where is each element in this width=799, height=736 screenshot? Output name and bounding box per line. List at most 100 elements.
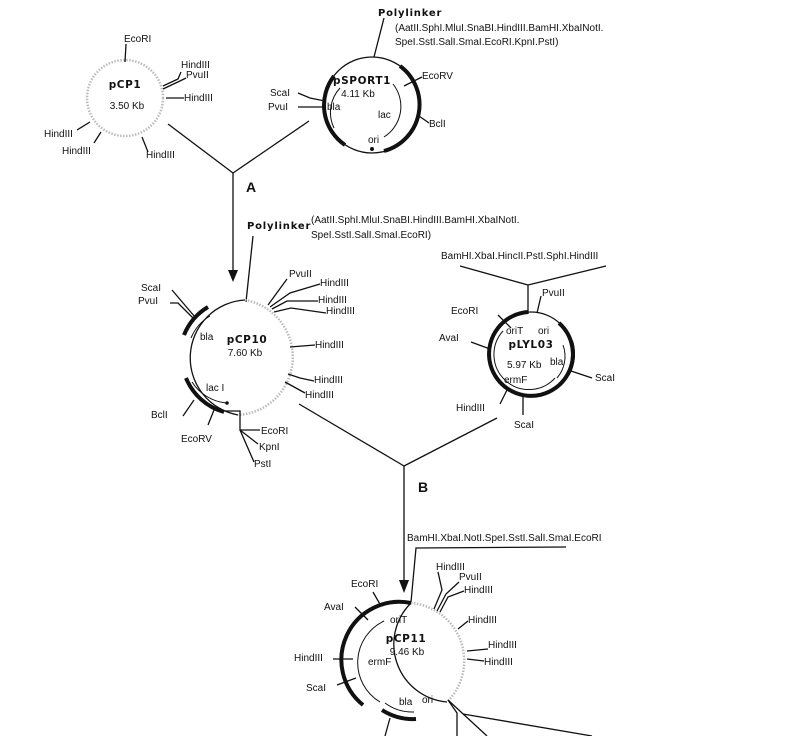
plasmid-pcp1: pCP1 3.50 Kb EcoRI HindIII PvuII HindIII… [44, 34, 213, 161]
pcp1-site-hindiii-2: HindIII [184, 93, 213, 104]
pcp11-outgoing-line [462, 713, 593, 736]
plyl03-gene-ermf: ermF [504, 375, 527, 386]
pcp10-polylinker-sites-1: (AatII.SphI.MluI.SnaBI.HindIII.BamHI.Xba… [311, 215, 519, 226]
pcp1-site-hindiii-tick [162, 71, 182, 87]
psport1-lac-arrow [383, 83, 402, 138]
pcp1-site-hindiii-1: HindIII [181, 60, 210, 71]
pcp10-site-pvui-tick [170, 302, 194, 319]
psport1-site-scai: ScaI [270, 88, 290, 99]
psport1-polylinker-sites-2: SpeI.SstI.SalI.SmaI.EcoRI.KpnI.PstI) [395, 37, 558, 48]
plyl03-ermf-arrow [493, 330, 556, 391]
pcp1-size: 3.50 Kb [110, 101, 145, 112]
pcp1-site-ecori: EcoRI [124, 34, 151, 45]
pcp10-site-hindiii-1: HindIII [320, 278, 349, 289]
psport1-site-ecorv: EcoRV [422, 71, 453, 82]
pcp11-site-ecori: EcoRI [351, 579, 378, 590]
pcp11-bla-arrow [384, 702, 415, 713]
pcp10-site-pvui: PvuI [138, 296, 158, 307]
psport1-polylinker-label: Polylinker [378, 8, 442, 19]
psport1-site-bcli: BclI [429, 119, 446, 130]
pcp11-site-bottom-tick-1 [384, 717, 391, 736]
pcp11-site-pvuii-tick [436, 581, 460, 612]
plyl03-site-hindiii-tick [499, 389, 508, 405]
pcp11-mcs-pointer [410, 546, 567, 603]
pcp10-laci-region [184, 377, 225, 414]
psport1-bla-arrow [329, 87, 341, 129]
pcp10-site-hindiii-tick-2 [271, 300, 318, 310]
plyl03-site-ecori-tick [497, 314, 512, 329]
plyl03-gene-ori: ori [538, 326, 549, 337]
pcp11-site-hindiii-6: HindIII [294, 653, 323, 664]
pcp11-site-avai-tick [354, 606, 369, 621]
pcp11-site-hindiii-tick-5 [466, 658, 485, 662]
pcp11-site-hindiii-tick-2 [439, 590, 465, 613]
pcp1-site-hindiii-tick-3 [76, 121, 91, 131]
pcp1-site-pvuii: PvuII [186, 70, 209, 81]
psport1-site-scai-tick [297, 92, 326, 102]
pcp1-site-hindiii-tick-4 [93, 131, 102, 144]
pcp10-site-hindiii-3: HindIII [326, 306, 355, 317]
pcp10-site-hindiii-tick-6 [284, 381, 306, 394]
pcp10-site-pvuii: PvuII [289, 269, 312, 280]
plasmid-psport1: pSPORT1 4.11 Kb bla lac ori ScaI PvuI Ec… [268, 8, 603, 154]
pcp11-site-hindiii-tick-4 [466, 648, 489, 652]
plyl03-site-pvuii-tick [536, 295, 542, 314]
pcp10-site-hindiii-tick-5 [287, 373, 315, 382]
pcp11-bla-region [380, 708, 417, 722]
plasmid-pcp11: BamHI.XbaI.NotI.SpeI.SstI.SalI.SmaI.EcoR… [294, 533, 602, 736]
pcp10-site-psti: PstI [254, 459, 271, 470]
plyl03-name: pLYL03 [508, 339, 553, 351]
pcp10-site-bcli-tick [182, 399, 195, 417]
pcp10-site-hindiii-tick-3 [273, 307, 327, 314]
pcp11-site-scai-tick [336, 677, 357, 686]
psport1-bla-region [322, 74, 347, 147]
psport1-ori-dot [370, 147, 374, 151]
pcp11-site-hindiii-5: HindIII [484, 657, 513, 668]
plyl03-site-scai-tick-1 [570, 370, 593, 379]
plyl03-site-scai-1: ScaI [595, 373, 615, 384]
pcp11-site-bottom-tick-3 [447, 699, 488, 736]
pcp10-site-bcli: BclI [151, 410, 168, 421]
pcp10-polylinker-sites-2: SpeI.SstI.SalI.SmaI.EcoRI) [311, 230, 431, 241]
plyl03-site-avai: AvaI [439, 333, 459, 344]
pcp10-polylinker-pointer [245, 235, 254, 303]
step-b-line-right [403, 417, 498, 467]
step-a-label: A [246, 179, 256, 195]
psport1-lac-region [383, 64, 422, 153]
pcp1-site-pvuii-tick [162, 77, 187, 90]
pcp10-site-ecorv-tick [207, 409, 215, 426]
pcp11-gene-ermf: ermF [368, 657, 391, 668]
pcp10-site-hindiii-tick-1 [269, 283, 321, 308]
psport1-gene-lac: lac [378, 110, 391, 121]
pcp10-bla-region [182, 305, 210, 336]
pcp10-laci-arrowhead [225, 401, 229, 405]
pcp11-gene-bla: bla [399, 697, 413, 708]
pcp11-site-avai: AvaI [324, 602, 344, 613]
step-b-label: B [418, 479, 428, 495]
pcp10-site-scai: ScaI [141, 283, 161, 294]
pcp11-name: pCP11 [386, 633, 427, 645]
step-b-junction: B [298, 403, 498, 593]
psport1-site-bcli-tick [418, 115, 430, 124]
pcp11-site-hindiii-tick-3 [457, 620, 469, 630]
pcp1-site-hindiii-3: HindIII [44, 129, 73, 140]
plyl03-mcs-line-right [527, 265, 607, 286]
pcp10-laci-arrow [191, 381, 227, 404]
psport1-name: pSPORT1 [333, 75, 391, 87]
pcp1-backbone [85, 58, 165, 138]
pcp10-site-psti-tick [239, 429, 255, 463]
step-a-arrow-icon [228, 270, 238, 282]
pcp10-bla-arrow [190, 315, 211, 339]
pcp11-backbone-solid [393, 602, 448, 703]
pcp10-gene-bla: bla [200, 332, 214, 343]
plyl03-mcs-line-left [459, 265, 529, 286]
pcp1-site-hindiii-5: HindIII [146, 150, 175, 161]
step-b-arrow-icon [399, 580, 409, 593]
plyl03-site-avai-tick [470, 341, 491, 350]
plyl03-site-scai-2: ScaI [514, 420, 534, 431]
pcp10-site-hindiii-tick-4 [289, 344, 316, 348]
plyl03-site-ecori: EcoRI [451, 306, 478, 317]
plyl03-gene-orit: oriT [506, 326, 523, 337]
pcp1-site-hindiii-tick-5 [141, 136, 149, 153]
pcp10-site-ecori-tick [224, 410, 260, 431]
